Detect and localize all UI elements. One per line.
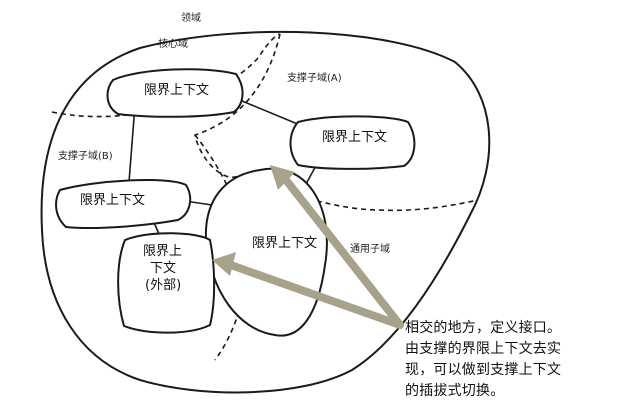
- callout-line-4: 的插拔式切换。: [405, 383, 505, 399]
- context-left-shape: [55, 179, 192, 229]
- context-center-shape: [204, 167, 328, 337]
- domain-label: 领域: [181, 11, 201, 24]
- callout-arrows: [212, 165, 404, 329]
- arrow-to-external-context: [224, 260, 404, 329]
- arrow-to-generic-divider: [282, 176, 404, 329]
- supporting-b-label: 支撑子域(B): [58, 149, 113, 162]
- arrow-head-upper: [270, 165, 295, 190]
- context-external-label-1: 限界上: [143, 244, 182, 259]
- arrow-head-lower: [212, 252, 236, 276]
- context-external-shape: [117, 232, 216, 334]
- supporting-a-left-divider: [194, 33, 281, 178]
- core-domain-label: 核心域: [158, 37, 188, 50]
- context-top-label: 限界上下文: [144, 83, 209, 98]
- domain-boundary: [40, 30, 491, 394]
- context-top-shape: [106, 68, 244, 118]
- callout-line-3: 现，可以做到支撑上下文: [405, 362, 562, 378]
- callout-line-1: 相交的地方，定义接口。: [405, 320, 562, 336]
- context-right-shape: [289, 115, 416, 170]
- supporting-a-label: 支撑子域(A): [287, 71, 342, 84]
- generic-label: 通用子域: [350, 242, 390, 255]
- context-left-label: 限界上下文: [80, 193, 145, 208]
- core-domain-divider: [51, 33, 281, 118]
- context-external-label-2: 下文: [150, 261, 176, 276]
- context-right-label: 限界上下文: [322, 130, 387, 145]
- context-center-label: 限界上下文: [252, 236, 317, 251]
- callout-line-2: 由支撑的界限上下文去实: [405, 341, 562, 357]
- context-external-label-3: (外部): [145, 278, 181, 293]
- callout-note: 相交的地方，定义接口。 由支撑的界限上下文去实 现，可以做到支撑上下文 的插拔式…: [405, 318, 630, 402]
